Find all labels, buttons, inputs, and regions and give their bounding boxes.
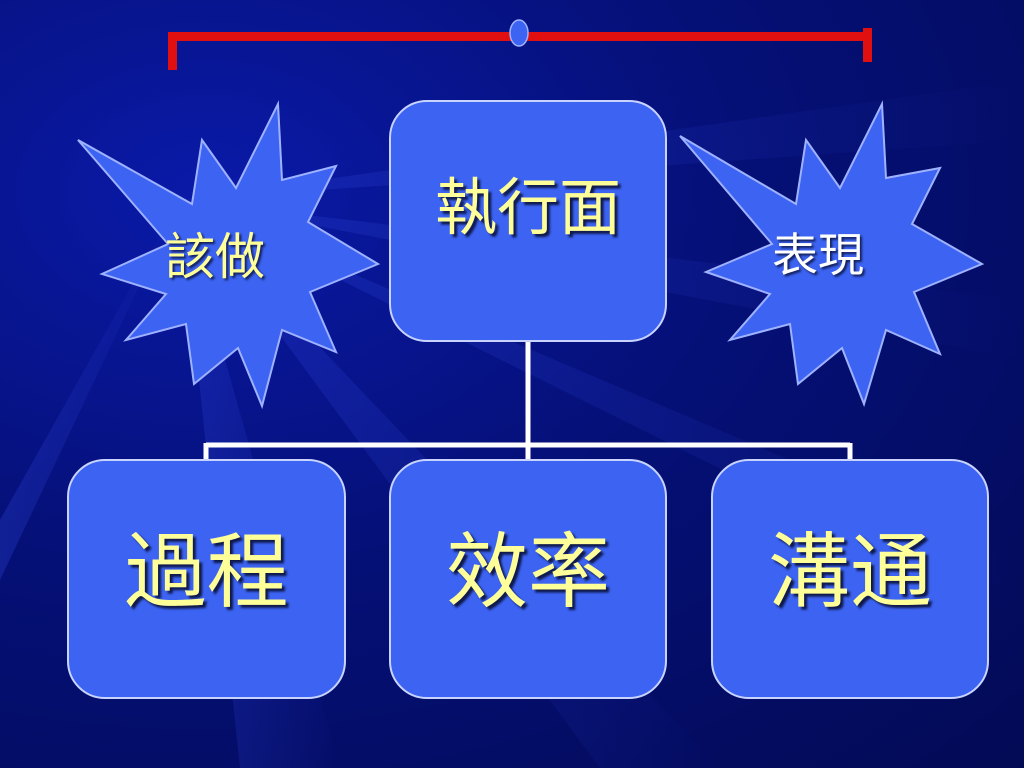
- node-communication: 溝通: [711, 459, 989, 699]
- starburst-right-label: 表現: [772, 228, 864, 282]
- node-efficiency-label: 效率: [445, 525, 610, 620]
- node-efficiency: 效率: [389, 459, 667, 699]
- node-communication-label: 溝通: [767, 525, 932, 620]
- node-execution: 執行面: [389, 100, 667, 342]
- bar-knob: [509, 19, 529, 47]
- node-process: 過程: [67, 459, 346, 699]
- starburst-left-label: 該做: [165, 228, 265, 286]
- node-execution-label: 執行面: [434, 171, 621, 244]
- top-decorative-bar: [168, 19, 872, 70]
- node-process-label: 過程: [124, 525, 289, 620]
